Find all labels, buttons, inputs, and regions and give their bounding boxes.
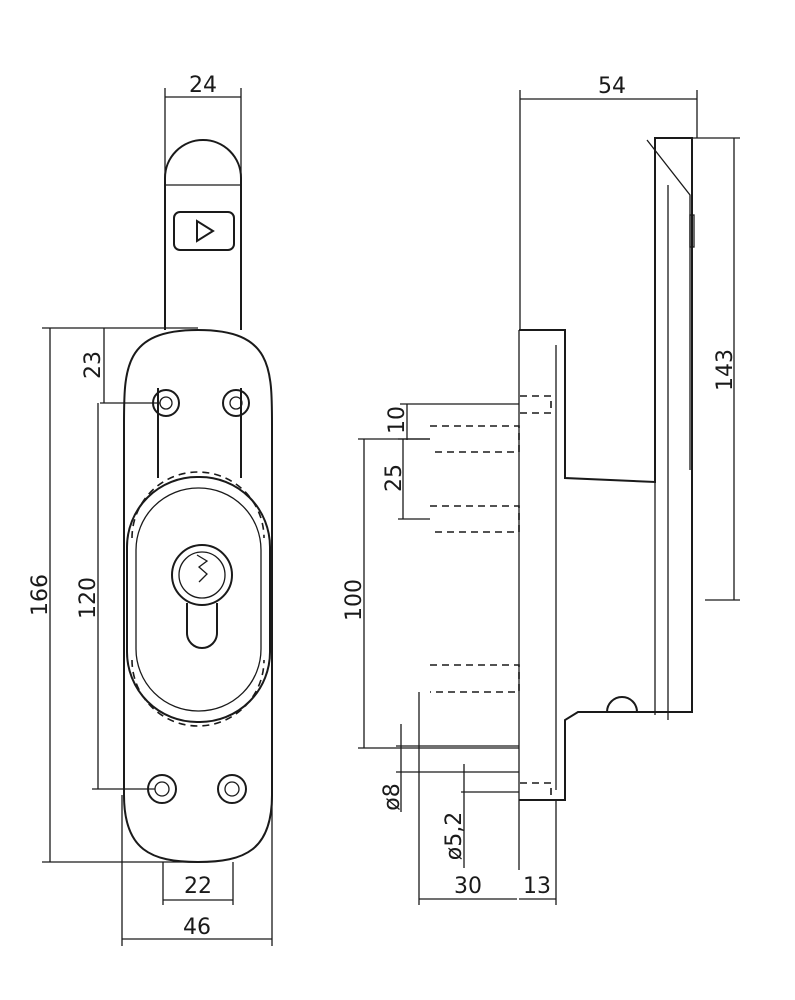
play-triangle-icon [173,211,235,251]
dim-label-100: 100 [342,579,367,621]
dim-label-13: 13 [523,874,551,899]
dim-bottom-inner-width: 22 [162,862,234,905]
front-view: 24 166 23 120 22 [28,73,273,946]
dim-label-30: 30 [454,874,482,899]
mounting-screw-holes [147,389,250,804]
dim-label-143: 143 [713,349,738,391]
dim-plate-thickness: 13 [519,800,557,905]
side-view: 54 143 10 25 100 [342,74,740,905]
dim-label-22: 22 [184,874,212,899]
dim-pin-spacing: 25 [382,438,430,520]
dim-hole-spacing: 120 [76,403,155,790]
side-body-outline [519,137,693,801]
dim-total-depth: 54 [519,74,698,330]
dim-screw-diameter: ø5,2 [442,764,467,868]
handle-outline [157,139,242,478]
cylinder-escutcheon [126,471,271,727]
dim-label-46: 46 [183,915,211,940]
pins [430,395,552,801]
dim-top-width: 24 [164,73,242,178]
dim-handle-length: 143 [655,137,740,601]
dim-bottom-total-width: 46 [121,795,273,946]
dim-label-25: 25 [382,464,407,492]
dim-label-120: 120 [76,577,101,619]
dim-label-166: 166 [28,574,53,616]
dim-pin-length: 30 [418,692,517,905]
dim-label-24: 24 [189,73,217,98]
dim-label-23: 23 [81,351,106,379]
dim-label-screw-diameter: ø5,2 [442,812,467,860]
keyhole-icon [171,544,233,649]
backplate-outline [123,328,273,864]
dim-pin-gap: 10 [385,403,519,440]
dim-pin-span: 100 [342,438,519,749]
dim-total-height: 166 [28,327,198,863]
dim-label-54: 54 [598,74,626,99]
dim-label-pin-diameter: ø8 [380,783,405,810]
dim-hole-offset: 23 [81,328,160,404]
dim-pin-diameter: ø8 [380,724,519,812]
dim-label-10: 10 [385,406,410,434]
